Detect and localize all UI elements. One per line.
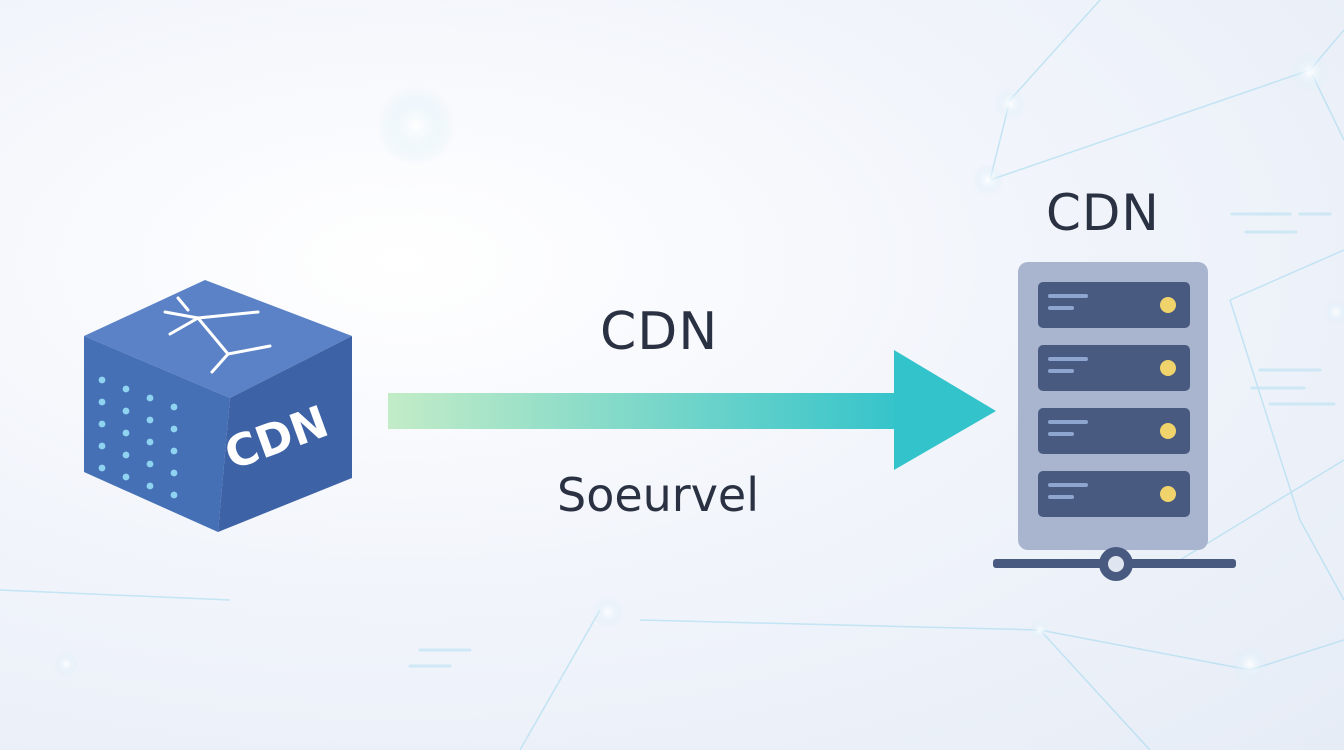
arrow-shaft: [388, 393, 906, 429]
server-unit-panel: [1038, 345, 1190, 391]
cube-dot: [122, 451, 130, 459]
server-port-center: [1108, 556, 1124, 572]
server-unit: [1038, 408, 1190, 454]
background-nodes: [54, 52, 1344, 682]
server-unit-line: [1048, 306, 1074, 310]
cube-dot: [122, 407, 130, 415]
cube-dot: [98, 464, 106, 472]
cube-dot: [170, 403, 178, 411]
server-unit-panel: [1038, 408, 1190, 454]
cube-dot: [122, 473, 130, 481]
cdn-cube-icon: CDN: [84, 280, 352, 532]
network-node: [1030, 620, 1050, 640]
network-node: [54, 652, 78, 676]
server-unit-line: [1048, 495, 1074, 499]
network-node: [972, 164, 1004, 196]
arrow-bottom-label: Soeurvel: [557, 468, 760, 522]
fork-icon: [163, 296, 272, 374]
cube-right-face: [218, 336, 352, 532]
server-unit-line: [1048, 420, 1088, 424]
server-unit-line: [1048, 357, 1088, 361]
cube-dot: [146, 460, 154, 468]
server-led: [1160, 297, 1176, 313]
cube-dot: [170, 447, 178, 455]
network-node: [1232, 646, 1268, 682]
cube-top-face: [84, 280, 352, 398]
server-unit: [1038, 471, 1190, 517]
server-led: [1160, 423, 1176, 439]
cube-left-face: [84, 336, 230, 532]
cube-dot: [98, 442, 106, 450]
server-unit-line: [1048, 369, 1074, 373]
cube-dot: [146, 482, 154, 490]
server-label: CDN: [1046, 184, 1160, 242]
cube-dot: [98, 398, 106, 406]
cube-dot: [146, 438, 154, 446]
server-unit-line: [1048, 483, 1088, 487]
server-unit: [1038, 345, 1190, 391]
arrow-top-label: CDN: [600, 302, 719, 362]
network-node: [1290, 52, 1330, 92]
cube-dot: [146, 416, 154, 424]
server-led: [1160, 486, 1176, 502]
server-unit-line: [1048, 294, 1088, 298]
cube-dot-grid: [98, 376, 178, 499]
network-node: [376, 86, 456, 166]
network-node: [592, 596, 624, 628]
server-icon: [993, 262, 1236, 581]
server-unit-panel: [1038, 282, 1190, 328]
server-rack-units: [1038, 282, 1190, 517]
arrow: [388, 350, 996, 470]
cube-dot: [98, 420, 106, 428]
server-led: [1160, 360, 1176, 376]
background-dashes: [408, 212, 1336, 668]
cube-dot: [170, 491, 178, 499]
cube-dot: [170, 469, 178, 477]
cube-dot: [98, 376, 106, 384]
cube-dot: [170, 425, 178, 433]
server-unit-line: [1048, 432, 1074, 436]
server-unit: [1038, 282, 1190, 328]
network-node: [994, 88, 1026, 120]
server-unit-panel: [1038, 471, 1190, 517]
cube-dot: [122, 385, 130, 393]
cube-dot: [122, 429, 130, 437]
network-node: [1324, 300, 1344, 324]
arrow-head: [894, 350, 996, 470]
cube-dot: [146, 394, 154, 402]
